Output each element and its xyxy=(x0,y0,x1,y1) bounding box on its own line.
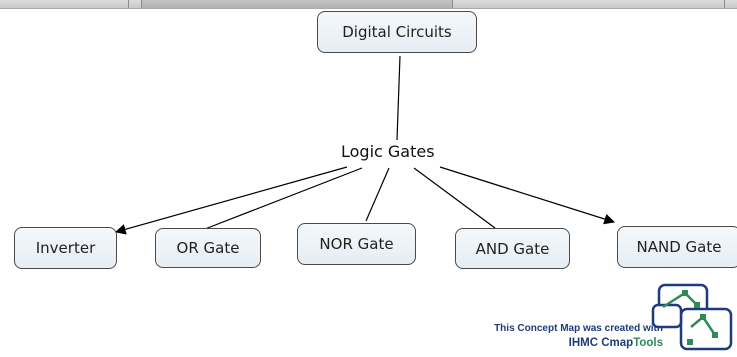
concept-digital-circuits[interactable]: Digital Circuits xyxy=(317,11,477,53)
linking-phrase-logic-gates[interactable]: Logic Gates xyxy=(339,142,437,161)
footer-created-with: This Concept Map was created with xyxy=(494,323,663,334)
concept-nand-gate[interactable]: NAND Gate xyxy=(617,226,737,268)
link-to-nand-gate xyxy=(439,166,616,225)
footer-brand-ihmc: IHMC Cmap xyxy=(568,337,634,349)
window-top-bar xyxy=(0,0,737,9)
top-bar-segment xyxy=(0,0,129,8)
concept-nor-gate[interactable]: NOR Gate xyxy=(297,223,416,265)
link-root-to-phrase xyxy=(396,55,401,141)
concept-or-gate[interactable]: OR Gate xyxy=(155,228,261,268)
top-bar-segment xyxy=(724,0,737,8)
footer-brand: IHMC CmapTools xyxy=(569,337,663,349)
concept-and-gate[interactable]: AND Gate xyxy=(455,228,570,269)
link-to-inverter xyxy=(114,166,348,235)
link-to-nor-gate xyxy=(365,167,390,222)
link-to-or-gate xyxy=(204,167,363,230)
top-bar-scroll-thumb[interactable] xyxy=(141,0,453,8)
cmaptools-logo-icon xyxy=(651,283,733,351)
footer-brand-tools: Tools xyxy=(633,337,663,349)
concept-inverter[interactable]: Inverter xyxy=(14,227,117,269)
link-to-and-gate xyxy=(413,167,496,229)
